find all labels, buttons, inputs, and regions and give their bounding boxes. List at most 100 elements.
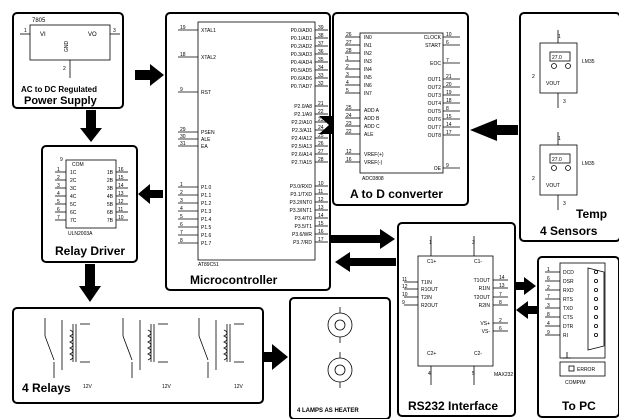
sensor-1-pin-left: 2	[532, 74, 535, 80]
driver-right-pin-number: 16	[118, 167, 124, 173]
adc-left-pin-name: IN0	[364, 35, 372, 41]
rs232-right-pin-number: 6	[499, 326, 502, 332]
mcu-right-pin-number: 36	[318, 49, 324, 55]
adc-right-pin-number: 7	[446, 58, 449, 64]
driver-com-pin: 9	[60, 157, 63, 163]
rs232-right-pin-name: R1IN	[479, 286, 491, 292]
mcu-right-pin-name: P0.7/AD7	[291, 84, 313, 90]
pc-pin-contact	[594, 314, 599, 319]
adc-left-pin-name: IN3	[364, 59, 372, 65]
mcu-left-pin-name: P1.7	[201, 241, 212, 247]
sensor-2-pin-bottom: 3	[563, 201, 566, 207]
rs232-right-pin-name: VS+	[480, 321, 490, 327]
power-supply-title: Power Supply	[24, 95, 98, 107]
lamp-1	[327, 307, 353, 343]
mcu-left-pin-number: 19	[180, 25, 186, 31]
mcu-left-pin-number: 18	[180, 52, 186, 58]
rs232-right-pin-number: 2	[499, 318, 502, 324]
power-supply-block[interactable]: 7805 VI VO GND 1 3 2 AC to DC Regulated …	[12, 12, 124, 109]
mcu-left-pin-name: P1.5	[201, 225, 212, 231]
adc-left-pin-number: 27	[346, 40, 352, 46]
adc-right-pin-name: START	[425, 43, 441, 49]
relay-1-voltage: 12V	[83, 384, 93, 390]
adc-left-pin-name: IN4	[364, 67, 372, 73]
adc-left-pin-name: ADD A	[364, 108, 380, 114]
relays-block[interactable]: 12V 12V 12V 4 Relays	[12, 307, 264, 404]
mcu-right-pin-number: 13	[318, 205, 324, 211]
lm35-sensor-1: 27.0 LM35 VOUT 1 2 3	[532, 30, 595, 108]
mcu-right-pins: 39P0.0/AD038P0.1/AD137P0.2/AD236P0.3/AD3…	[289, 25, 328, 246]
mcu-right-pin-number: 25	[318, 133, 324, 139]
sensor-1-vout: VOUT	[546, 81, 560, 87]
rs232-right-pin-name: T2OUT	[474, 295, 490, 301]
arrow-temp-to-adc	[470, 119, 518, 141]
sensor-1-reading: 27.0	[552, 55, 562, 61]
adc-left-pin-number: 1	[346, 56, 349, 62]
temp-sensors-block[interactable]: 27.0 LM35 VOUT 1 2 3 27.0 LM35 VOUT 1 2 …	[519, 12, 619, 242]
pc-pin-contact	[594, 323, 599, 328]
rs232-left-pin-number: 9	[402, 300, 405, 306]
pc-pin-contact	[594, 287, 599, 292]
rs232-right-pin-name: T1OUT	[474, 278, 490, 284]
pc-pin-contact	[594, 269, 599, 274]
regulator-pin-3: 3	[113, 28, 116, 34]
adc-right-pin-number: 8	[446, 106, 449, 112]
relay-3-voltage: 12V	[234, 384, 244, 390]
power-supply-subtitle: AC to DC Regulated	[21, 85, 97, 94]
arrow-mcu-to-driver	[138, 184, 163, 204]
arrow-power-to-mcu	[135, 64, 164, 86]
pc-pin-number: 9	[547, 330, 550, 336]
adc-left-pin-name: IN2	[364, 51, 372, 57]
mcu-left-pin-name: P1.3	[201, 209, 212, 215]
driver-right-pin-number: 10	[118, 215, 124, 221]
relay-driver-title: Relay Driver	[55, 244, 125, 258]
adc-left-pin-name: IN7	[364, 91, 372, 97]
mcu-right-pin-name: P0.1/AD1	[291, 36, 313, 42]
pc-pin-name: DSR	[563, 279, 574, 285]
sensor-2-pin-left: 2	[532, 176, 535, 182]
arrow-driver-to-relays	[79, 264, 101, 302]
lamps-block[interactable]: 4 LAMPS AS HEATER	[289, 297, 391, 419]
mcu-right-pin-name: P3.4/T0	[294, 216, 312, 222]
pc-pin-name: RXD	[563, 288, 574, 294]
adc-right-pin-name: OUT3	[428, 93, 442, 99]
rs232-c1p-pin: 1	[429, 240, 432, 246]
mcu-left-pin-number: 2	[180, 190, 183, 196]
mcu-right-pin-number: 27	[318, 149, 324, 155]
mcu-left-pin-number: 8	[180, 238, 183, 244]
relay-symbols	[44, 318, 244, 378]
pc-pin-number: 8	[547, 312, 550, 318]
relay-2-voltage: 12V	[162, 384, 172, 390]
adc-left-pin-number: 4	[346, 80, 349, 86]
mcu-right-pin-number: 11	[318, 189, 323, 195]
pc-pin-number: 3	[547, 303, 550, 309]
driver-right-pin-name: 4B	[107, 194, 114, 200]
mcu-left-pin-name: XTAL1	[201, 28, 216, 34]
adc-right-pin-name: OUT4	[428, 101, 442, 107]
adc-right-pin-name: OUT6	[428, 117, 442, 123]
driver-right-pin-name: 1B	[107, 170, 114, 176]
rs232-title: RS232 Interface	[408, 399, 498, 413]
mcu-right-pin-name: P2.4/A12	[291, 136, 312, 142]
adc-right-pin-name: OE	[434, 166, 442, 172]
adc-left-pin-name: ADD B	[364, 116, 380, 122]
rs232-part-label: MAX232	[494, 372, 513, 378]
adc-left-pin-name: IN5	[364, 75, 372, 81]
driver-right-pin-number: 11	[118, 207, 123, 213]
mcu-right-pin-name: P0.0/AD0	[291, 28, 313, 34]
adc-right-pin-name: OUT2	[428, 85, 442, 91]
driver-left-pin-name: 6C	[70, 210, 77, 216]
mcu-right-pin-name: P3.1/TXD	[290, 192, 312, 198]
vi-label: VI	[40, 32, 46, 38]
adc-right-pin-number: 17	[446, 130, 452, 136]
driver-right-pin-number: 14	[118, 183, 124, 189]
mcu-left-pin-number: 7	[180, 230, 183, 236]
driver-right-pin-number: 13	[118, 191, 124, 197]
